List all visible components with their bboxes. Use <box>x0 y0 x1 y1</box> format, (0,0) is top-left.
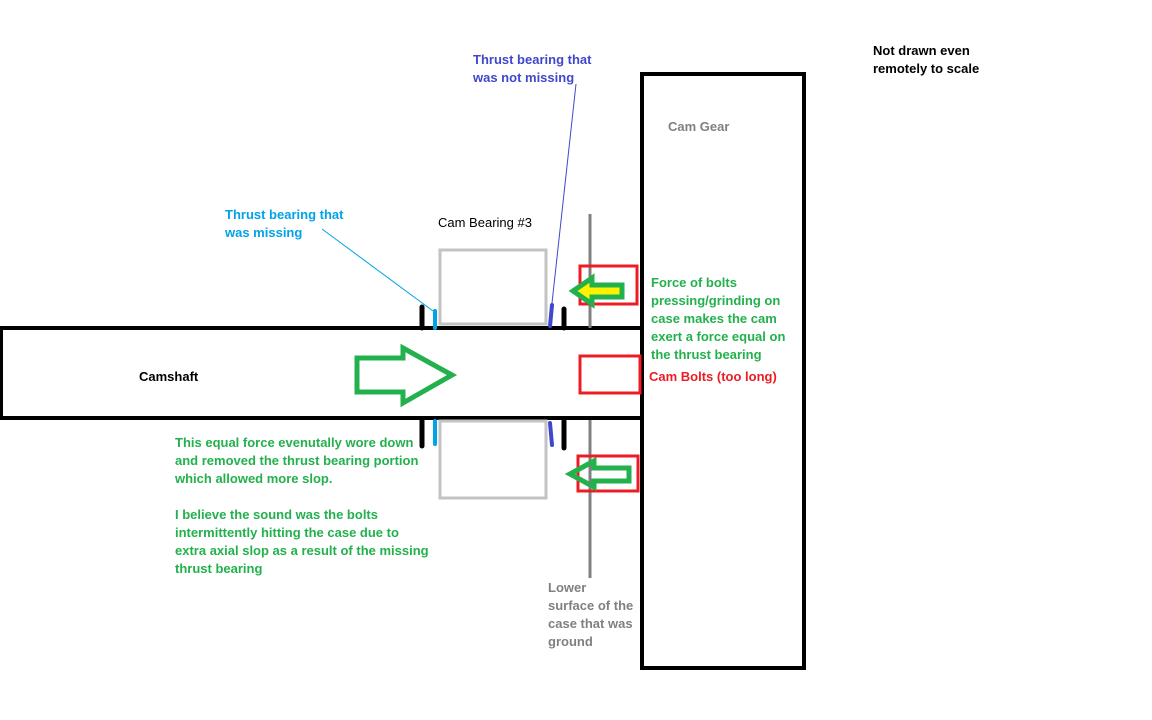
force-arrow-camshaft <box>354 343 458 408</box>
label-equal-force-note: This equal force evenutally wore down an… <box>175 435 429 576</box>
label-cam-bearing: Cam Bearing #3 <box>438 215 532 230</box>
leader-thrust-present <box>551 83 577 304</box>
label-lower-surface: Lower surface of the case that was groun… <box>548 580 634 649</box>
cam-bolt-bottom <box>576 454 640 493</box>
label-thrust-missing: Thrust bearing that was missing <box>225 207 344 240</box>
label-force-note: Force of bolts pressing/grinding on case… <box>651 275 786 362</box>
thrust-bearing-present-top <box>548 303 554 328</box>
label-thrust-not-missing: Thrust bearing that was not missing <box>473 52 592 85</box>
cam-bearing-top <box>438 248 548 326</box>
cam-bolt-middle <box>578 354 642 395</box>
cam-bearing-bottom <box>438 419 548 500</box>
camshaft-shaft <box>0 326 644 420</box>
label-cam-bolts: Cam Bolts (too long) <box>649 369 777 384</box>
leader-thrust-missing <box>321 228 434 312</box>
force-arrow-bottom-bolt <box>564 456 632 492</box>
scale-note: Not drawn even remotely to scale <box>873 43 980 76</box>
thrust-bearing-present-bottom <box>548 421 554 447</box>
label-camshaft: Camshaft <box>139 369 199 384</box>
label-cam-gear: Cam Gear <box>668 119 730 134</box>
force-arrow-top-bolt <box>568 273 625 309</box>
